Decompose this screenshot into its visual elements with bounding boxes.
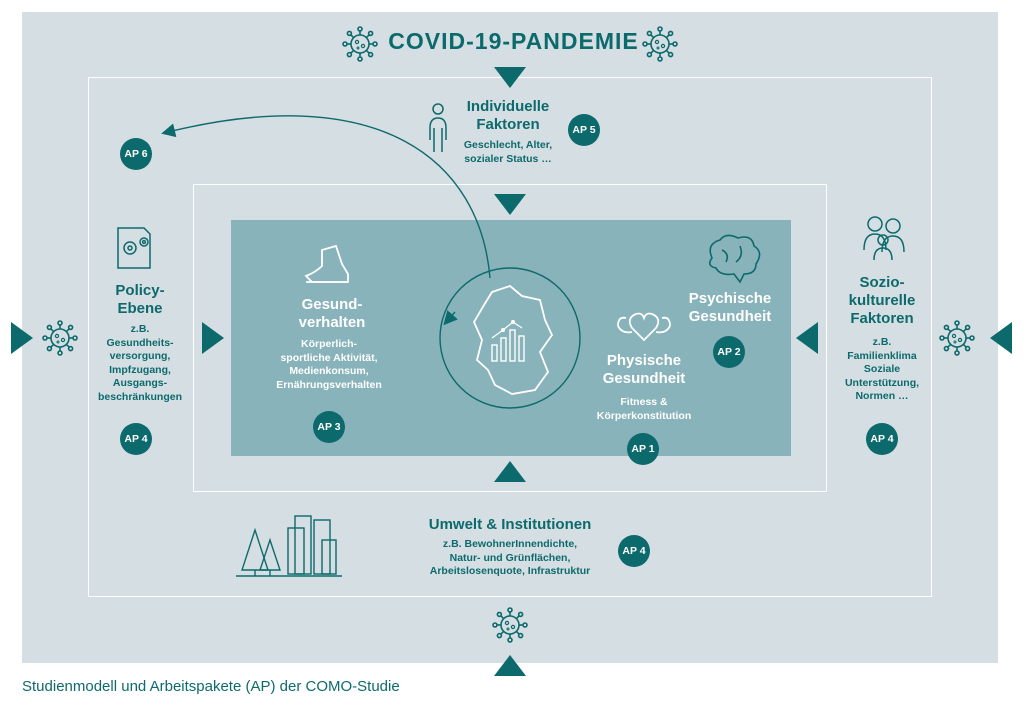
physical-health-heading-line: Physische <box>606 352 682 369</box>
arrow-left-icon-inner <box>796 322 818 354</box>
virus-icon-title-left <box>342 26 378 62</box>
physical-health-heading-line: Gesundheit <box>602 370 686 387</box>
sneaker-icon <box>304 244 349 283</box>
mental-health-heading: Psychische Gesundheit <box>680 290 780 326</box>
ap2-badge: AP 2 <box>713 336 745 368</box>
arrow-down-icon-inner <box>494 194 526 215</box>
health-behavior-detail: Körperlich- sportliche Aktivität, Medien… <box>262 338 396 392</box>
arrow-right-icon-outer <box>11 322 33 354</box>
virus-icon-title-right <box>642 26 678 62</box>
virus-icon-right <box>939 320 975 356</box>
individual-heading-line2: Faktoren <box>476 116 540 133</box>
ap4-badge-policy: AP 4 <box>120 423 152 455</box>
environment-line: z.B. BewohnerInnendichte, <box>442 538 578 550</box>
arrow-up-icon-inner <box>494 461 526 482</box>
arrow-down-icon-top <box>494 67 526 88</box>
health-behavior-line: Ernährungsverhalten <box>276 378 382 391</box>
policy-line: Ausgangs- <box>112 377 168 389</box>
arrow-left-icon-outer <box>990 322 1012 354</box>
family-icon <box>863 216 905 261</box>
health-behavior-heading: Gesund- verhalten <box>284 296 380 332</box>
sociocultural-detail: z.B. Familienklima Soziale Unterstützung… <box>826 336 938 404</box>
sociocultural-line: Normen … <box>855 390 909 402</box>
policy-heading-line1: Policy- <box>115 282 165 299</box>
health-behavior-line: sportliche Aktivität, <box>280 351 378 364</box>
city-trees-icon <box>236 515 342 577</box>
sociocultural-heading: Sozio- kulturelle Faktoren <box>832 274 932 328</box>
physical-health-detail: Fitness & Körperkonstitution <box>580 396 708 423</box>
sociocultural-line: Familienklima <box>847 349 917 362</box>
physical-health-heading: Physische Gesundheit <box>592 352 696 388</box>
arrow-right-icon-inner <box>202 322 224 354</box>
ap3-badge: AP 3 <box>313 411 345 443</box>
germany-map-chart-icon <box>439 267 581 409</box>
individual-detail-line1: Geschlecht, Alter, <box>463 139 553 151</box>
inner-frame <box>193 184 827 492</box>
physical-health-line: Fitness & <box>620 396 668 408</box>
ap1-badge: AP 1 <box>627 433 659 465</box>
health-behavior-heading-line: verhalten <box>298 314 366 331</box>
policy-detail: z.B. Gesundheits- versorgung, Impfzugang… <box>80 323 200 404</box>
virus-icon-left <box>42 320 78 356</box>
policy-line: Gesundheits- <box>106 336 174 349</box>
heart-muscle-icon <box>617 312 671 342</box>
physical-health-line: Körperkonstitution <box>596 409 692 422</box>
policy-heading: Policy- Ebene <box>90 282 190 318</box>
sociocultural-heading-line: Faktoren <box>850 310 914 327</box>
sociocultural-line: z.B. <box>872 336 892 348</box>
environment-heading: Umwelt & Institutionen <box>428 516 592 533</box>
mental-health-heading-line: Gesundheit <box>688 308 772 325</box>
ap4-badge-environment: AP 4 <box>618 535 650 567</box>
environment-line: Natur- und Grünflächen, <box>449 551 571 564</box>
individual-detail-line2: sozialer Status … <box>464 152 552 165</box>
sociocultural-line: Unterstützung, <box>844 376 920 389</box>
person-icon <box>429 103 447 152</box>
feedback-arrow-curve <box>161 115 491 279</box>
sociocultural-heading-line: Sozio- <box>859 274 905 291</box>
policy-line: z.B. <box>130 323 150 335</box>
ap4-badge-sociocultural: AP 4 <box>866 423 898 455</box>
mental-health-heading-line: Psychische <box>688 290 772 307</box>
policy-line: versorgung, <box>109 350 171 362</box>
individual-factors-heading: Individuelle Faktoren <box>450 98 566 134</box>
environment-detail: z.B. BewohnerInnendichte, Natur- und Grü… <box>400 538 620 579</box>
ap6-badge: AP 6 <box>120 138 152 170</box>
policy-heading-line2: Ebene <box>117 300 163 317</box>
individual-heading-line1: Individuelle <box>466 98 550 115</box>
document-gears-icon <box>117 227 151 269</box>
ap5-badge: AP 5 <box>568 114 600 146</box>
health-behavior-heading-line: Gesund- <box>301 296 363 313</box>
sociocultural-heading-line: kulturelle <box>848 292 916 309</box>
health-behavior-line: Medienkonsum, <box>289 365 369 377</box>
individual-factors-detail: Geschlecht, Alter, sozialer Status … <box>444 139 572 166</box>
brain-icon <box>708 234 761 284</box>
sociocultural-line: Soziale <box>863 363 901 375</box>
policy-line: beschränkungen <box>97 390 183 403</box>
virus-icon-bottom <box>492 607 528 643</box>
environment-line: Arbeitslosenquote, Infrastruktur <box>429 565 591 577</box>
policy-line: Impfzugang, <box>109 363 171 376</box>
health-behavior-line: Körperlich- <box>300 338 357 350</box>
page-title: COVID-19-PANDEMIE <box>388 28 639 54</box>
figure-caption: Studienmodell und Arbeitspakete (AP) der… <box>22 678 400 695</box>
arrow-up-icon-bottom <box>494 655 526 676</box>
